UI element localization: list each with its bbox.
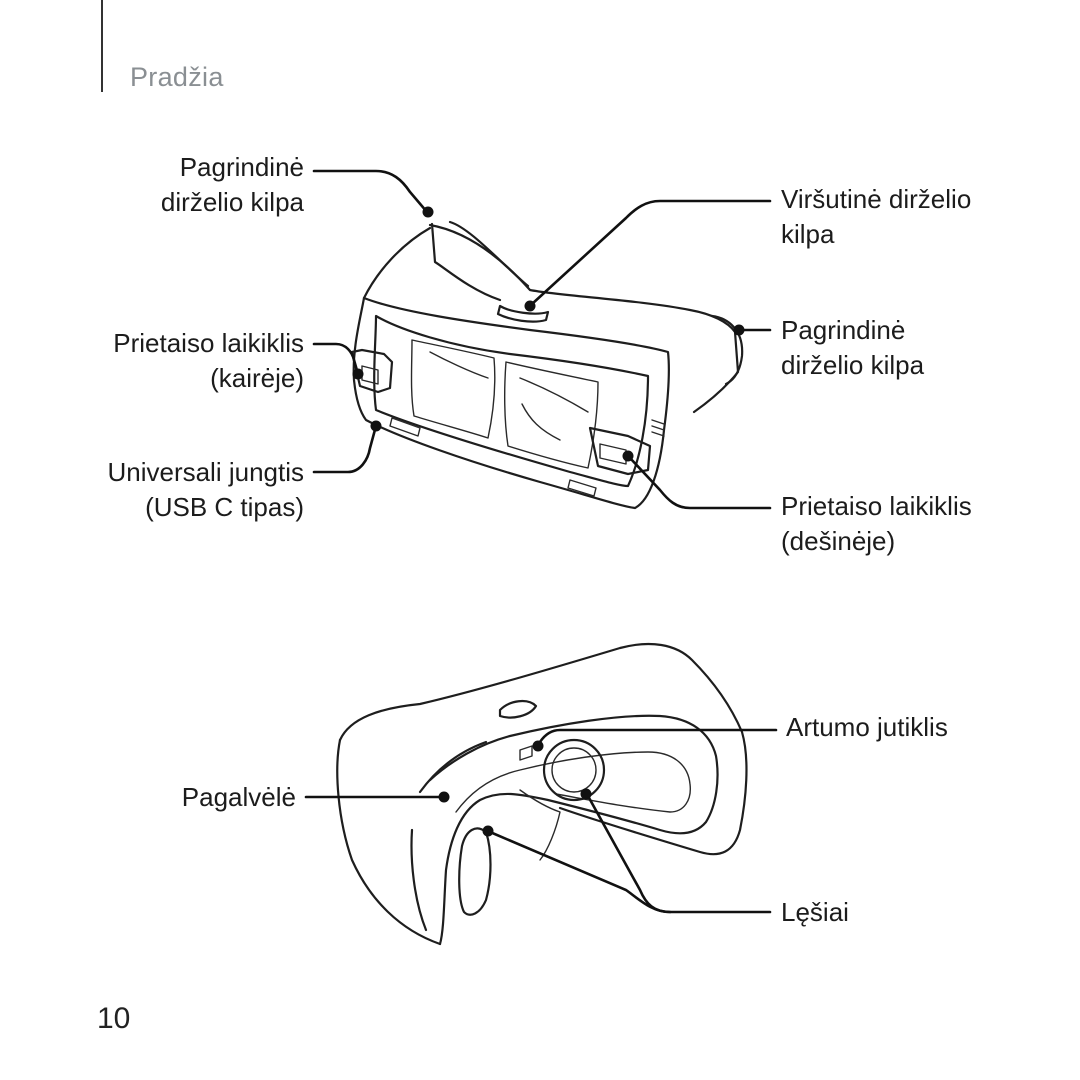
label-lenses: Lęšiai (781, 897, 849, 927)
leader-dot-top-strap (524, 300, 536, 312)
label-proximity-sensor: Artumo jutiklis (786, 712, 948, 742)
leader-dot-usb-connector (370, 420, 382, 432)
headset-rear-view (336, 642, 748, 946)
label-usb-connector: Universali jungtis (USB C tipas) (107, 457, 304, 522)
headset-front-view (350, 220, 744, 510)
label-cushion: Pagalvėlė (181, 782, 296, 812)
page-number: 10 (97, 1002, 131, 1035)
label-main-strap-loop-left: Pagrindinė dirželio kilpa (160, 152, 304, 217)
label-device-holder-right: Prietaiso laikiklis (dešinėje) (781, 491, 972, 556)
leader-top-strap (530, 199, 772, 306)
leader-proximity-sensor (538, 728, 778, 744)
leader-dot-lenses-left (482, 825, 494, 837)
leader-dot-main-strap-left (422, 206, 434, 218)
leader-dot-proximity-sensor (532, 740, 544, 752)
leader-usb-connector (312, 424, 378, 474)
section-title: Pradžia (130, 62, 224, 92)
leader-main-strap-left (312, 169, 429, 214)
label-top-strap-loop: Viršutinė dirželio kilpa (781, 184, 972, 249)
page-margin-rule (101, 0, 103, 92)
leader-device-holder-right (628, 456, 772, 510)
leader-lenses-left (488, 830, 672, 914)
leader-device-holder-left (312, 342, 360, 376)
leader-dot-device-holder-left (352, 368, 364, 380)
leader-dot-lenses-right (580, 788, 592, 800)
label-main-strap-loop-right: Pagrindinė dirželio kilpa (781, 315, 925, 380)
leader-dot-device-holder-right (622, 450, 634, 462)
leader-dot-main-strap-right (733, 324, 745, 336)
leader-dot-cushion (438, 791, 450, 803)
label-device-holder-left: Prietaiso laikiklis (kairėje) (113, 328, 304, 393)
